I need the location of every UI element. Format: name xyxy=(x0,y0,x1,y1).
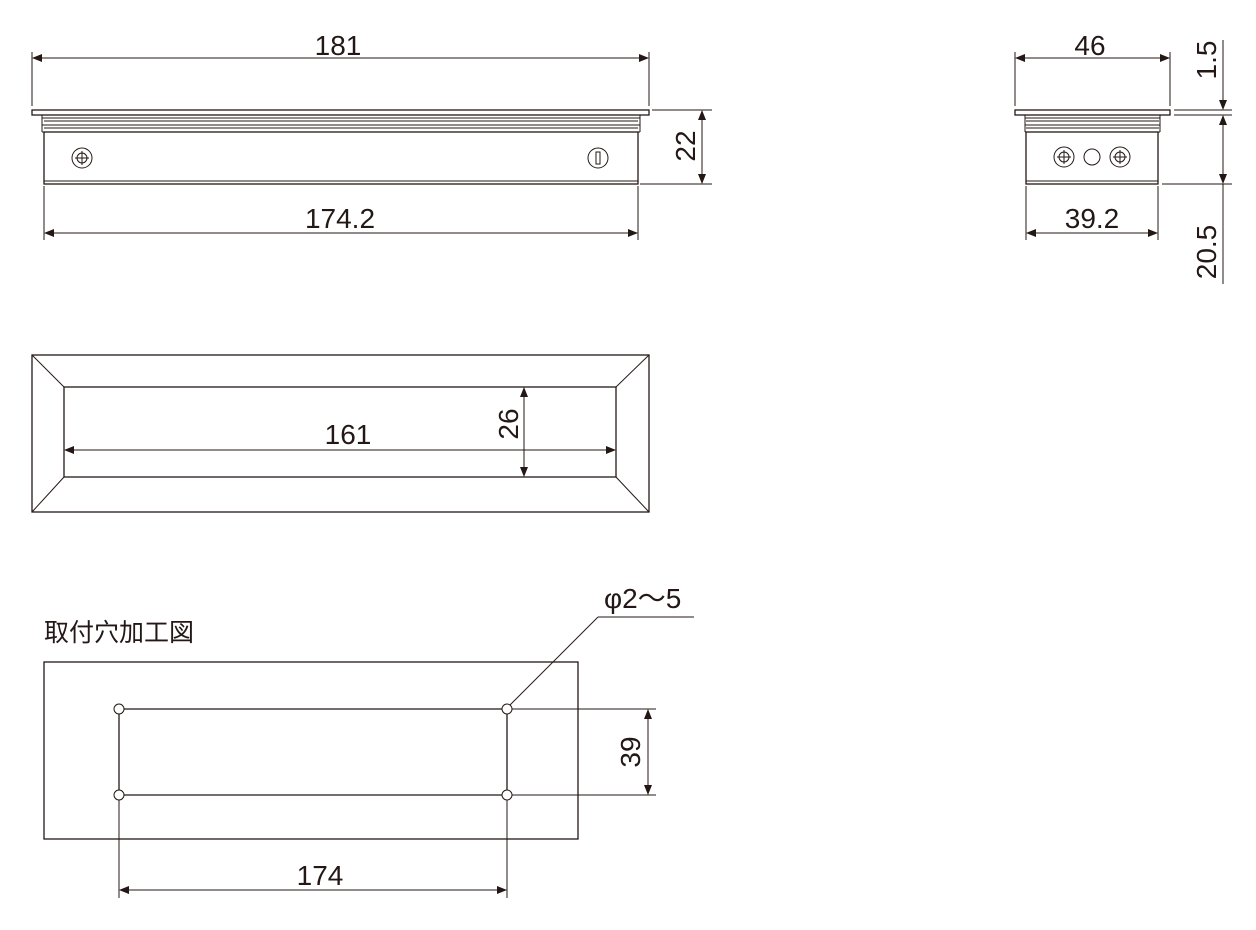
hole-icon xyxy=(1083,148,1101,166)
cutout-title: 取付穴加工図 xyxy=(44,618,194,647)
phillips-screw-icon xyxy=(1053,146,1075,168)
hole-note-leader xyxy=(509,616,599,706)
front-view: 181 174.2 22 xyxy=(31,30,712,240)
dimension-height: 22 xyxy=(670,130,701,161)
bevel-line xyxy=(615,354,650,388)
corner-hole-icon xyxy=(501,703,513,715)
side-flange xyxy=(1014,109,1171,116)
corner-hole-icon xyxy=(501,789,513,801)
dimension-body-depth: 39.2 xyxy=(1065,203,1120,234)
dimension-overall-width: 181 xyxy=(315,30,362,61)
top-opening xyxy=(63,386,617,478)
dimension-body-width: 174.2 xyxy=(305,203,375,234)
top-outer-frame xyxy=(31,354,650,513)
bevel-line xyxy=(31,354,65,388)
front-flange xyxy=(31,109,650,116)
bevel-line xyxy=(31,476,65,513)
corner-hole-icon xyxy=(113,703,125,715)
dimension-body-height: 20.5 xyxy=(1191,225,1222,280)
dimension-overall-depth: 46 xyxy=(1074,30,1105,61)
top-view: 161 26 xyxy=(31,354,650,513)
side-view: 46 39.2 1.5 20.5 xyxy=(1014,30,1232,284)
dimension-opening-width: 161 xyxy=(325,419,372,450)
dimension-cutout-height: 39 xyxy=(615,736,646,767)
dimension-flange-thickness: 1.5 xyxy=(1191,41,1222,80)
cutout-diagram: 取付穴加工図 φ2～5 39 174 xyxy=(43,583,694,898)
hole-note: φ2～5 xyxy=(604,583,681,614)
dimension-opening-height: 26 xyxy=(493,408,524,439)
phillips-screw-icon xyxy=(71,147,93,169)
phillips-screw-icon xyxy=(1109,146,1131,168)
side-body xyxy=(1025,131,1159,185)
corner-hole-icon xyxy=(113,789,125,801)
slotted-screw-icon xyxy=(587,147,609,169)
front-body xyxy=(43,131,639,185)
cutout-outline xyxy=(118,708,508,796)
dimension-cutout-width: 174 xyxy=(297,860,344,891)
bevel-line xyxy=(615,476,650,513)
cutout-panel xyxy=(43,661,579,840)
